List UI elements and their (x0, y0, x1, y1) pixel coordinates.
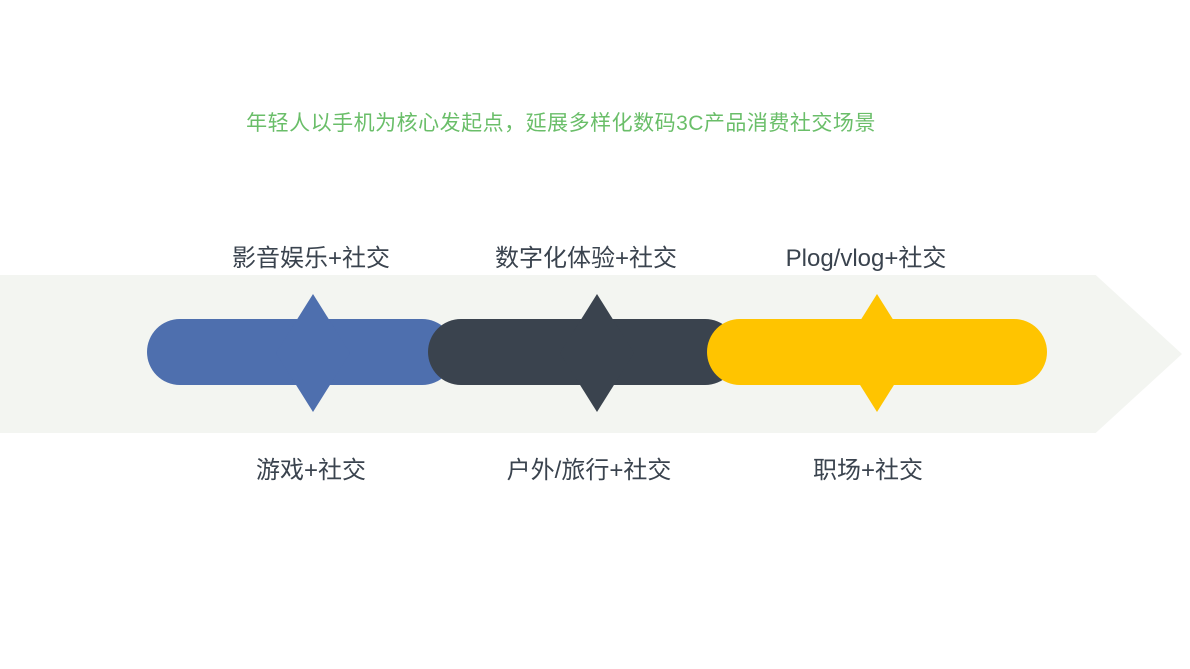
slide-title: 年轻人以手机为核心发起点，延展多样化数码3C产品消费社交场景 (246, 112, 876, 135)
bottom-label-plog: 职场+社交 (812, 457, 924, 484)
bottom-label-media: 游戏+社交 (255, 457, 367, 484)
top-label-plog: Plog/vlog+社交 (785, 245, 947, 272)
top-label-media: 影音娱乐+社交 (231, 245, 391, 272)
bottom-label-digital: 户外/旅行+社交 (506, 457, 672, 484)
top-label-digital: 数字化体验+社交 (494, 245, 678, 272)
